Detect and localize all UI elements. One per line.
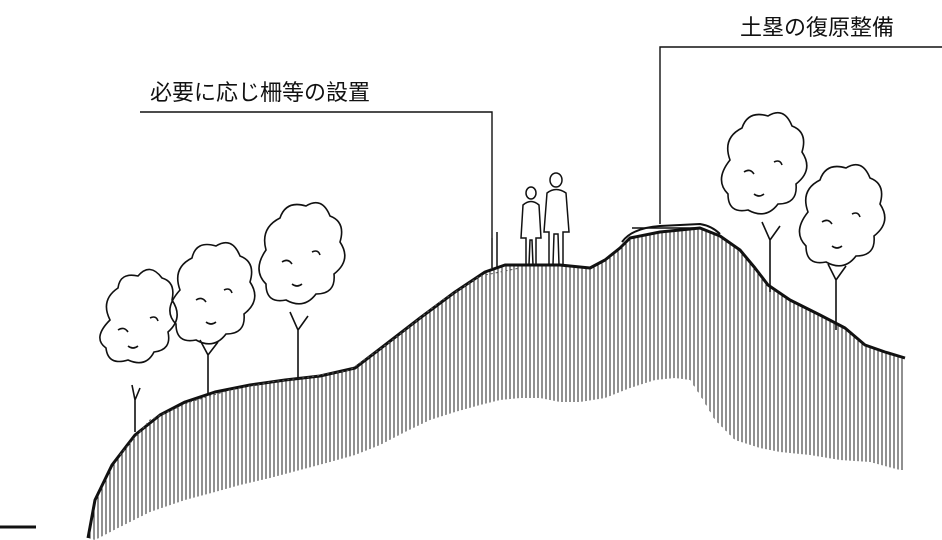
people-icon xyxy=(520,172,570,266)
ground-surface-texture xyxy=(119,267,521,456)
earthwork-leader-line xyxy=(659,46,942,224)
tree-icon xyxy=(169,241,256,395)
restored-earthwork xyxy=(621,222,721,243)
tree-icon xyxy=(99,268,178,432)
tree-icon xyxy=(720,111,808,292)
fence-icon xyxy=(491,232,498,268)
fence-annotation: 必要に応じ柵等の設置 xyxy=(150,81,370,106)
fence-leader-line xyxy=(140,111,493,238)
tree-icon xyxy=(258,201,346,380)
tree-icon xyxy=(798,163,886,330)
earthwork-annotation: 土塁の復原整備 xyxy=(740,16,894,41)
